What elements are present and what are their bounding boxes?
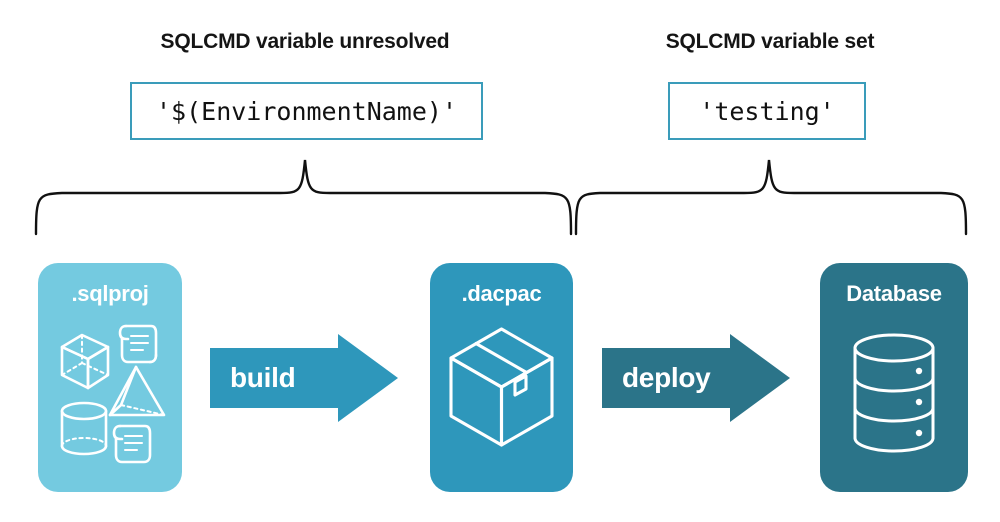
- scroll-icon: [118, 324, 158, 364]
- scroll-icon: [112, 424, 152, 464]
- arrow-label-deploy: deploy: [622, 362, 711, 393]
- artifact-sqlproj: .sqlproj: [38, 263, 182, 492]
- artifact-label-sqlproj: .sqlproj: [71, 281, 149, 306]
- dacpac-artwork: [449, 327, 554, 447]
- database-cylinder-icon: [853, 333, 935, 453]
- arrow-deploy: deploy: [600, 332, 792, 424]
- heading-sqlcmd-variable-set: SQLCMD variable set: [665, 30, 875, 53]
- heading-sqlcmd-variable-unresolved: SQLCMD variable unresolved: [160, 30, 450, 53]
- cube-icon: [60, 333, 110, 390]
- code-value-testing: 'testing': [699, 96, 835, 126]
- arrow-label-build: build: [230, 362, 296, 393]
- sqlproj-artwork: [60, 324, 166, 464]
- arrow-build: build: [208, 332, 400, 424]
- database-artwork: [853, 333, 935, 453]
- brace-set-icon: [574, 159, 968, 236]
- cylinder-icon: [60, 401, 108, 456]
- artifact-label-database: Database: [846, 281, 942, 306]
- code-box-testing: 'testing': [668, 82, 866, 140]
- artifact-label-dacpac: .dacpac: [461, 281, 542, 306]
- deploy-arrow-icon: [602, 334, 790, 422]
- build-arrow-icon: [210, 334, 398, 422]
- code-box-environment-name: '$(EnvironmentName)': [130, 82, 483, 140]
- artifact-database: Database: [820, 263, 968, 492]
- code-value-environment-name: '$(EnvironmentName)': [155, 96, 458, 126]
- package-box-icon: [449, 327, 554, 447]
- artifact-dacpac: .dacpac: [430, 263, 573, 492]
- brace-unresolved-icon: [34, 159, 573, 236]
- pyramid-icon: [108, 365, 166, 417]
